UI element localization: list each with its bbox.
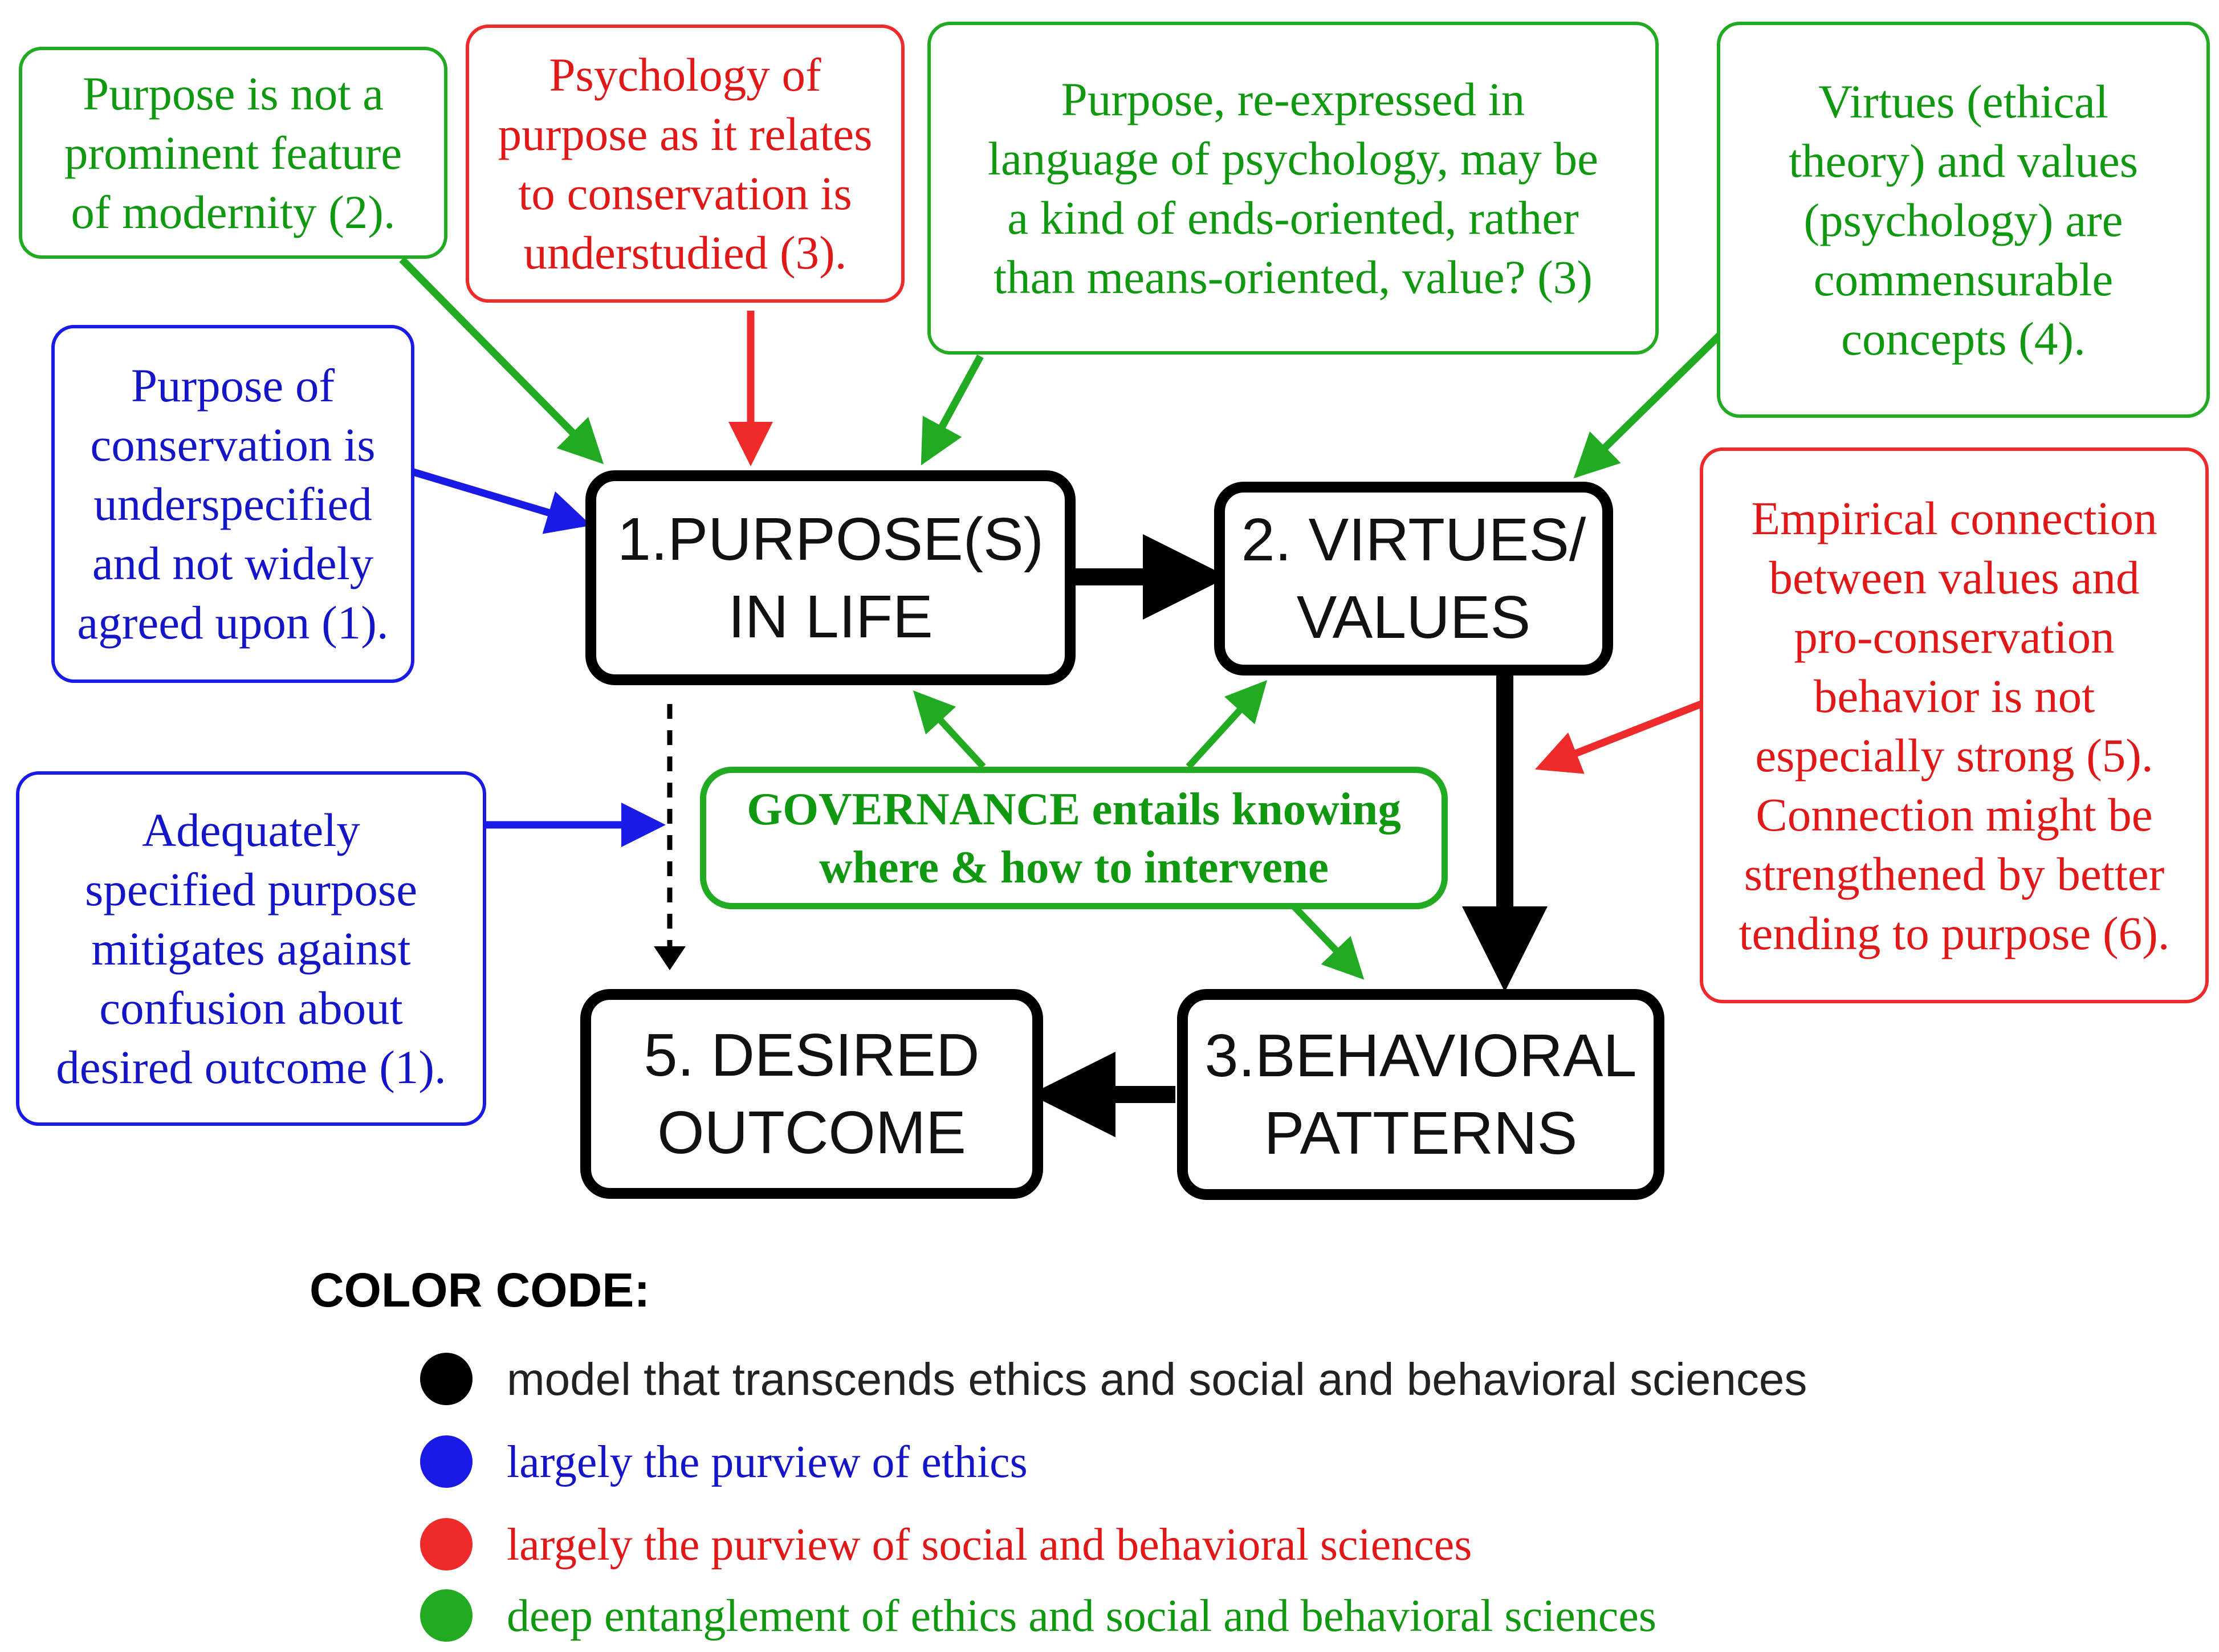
note-reexpressed-line: language of psychology, may be [987, 132, 1599, 185]
arrow-virtues-theory-to-virtues [1573, 331, 1724, 479]
arrow-purpose-to-outcome-dotted-head [654, 946, 686, 970]
box-purpose-line: 1.PURPOSE(S) [617, 505, 1044, 573]
legend-dot-black [420, 1353, 473, 1405]
note-adequately-line: specified purpose [84, 863, 418, 915]
note-empirical-line: between values and [1769, 551, 2140, 604]
legend-dot-green [420, 1589, 473, 1642]
note-reexpressed: Purpose, re-expressed in language of psy… [927, 22, 1659, 355]
arrow-reexpressed-to-purpose [921, 354, 984, 466]
note-reexpressed-line: than means-oriented, value? (3) [994, 251, 1593, 303]
governance-line: GOVERNANCE entails knowing [747, 783, 1401, 835]
legend-item-social: largely the purview of social and behavi… [420, 1513, 2130, 1576]
legend-item-entanglement: deep entanglement of ethics and social a… [420, 1585, 2130, 1647]
note-adequately: Adequately specified purpose mitigates a… [16, 771, 486, 1126]
note-psychology-line: Psychology of [549, 48, 821, 101]
note-reexpressed-line: Purpose, re-expressed in [1061, 73, 1525, 125]
note-psychology: Psychology of purpose as it relates to c… [466, 25, 905, 303]
legend-text-entanglement: deep entanglement of ethics and social a… [507, 1591, 1656, 1641]
legend-item-ethics: largely the purview of ethics [420, 1431, 2130, 1494]
box-virtues-values: 2. VIRTUES/ VALUES [1214, 482, 1613, 676]
note-underspecified-line: agreed upon (1). [77, 596, 389, 649]
arrow-modernity-to-purpose [399, 257, 604, 465]
box-purpose-line: IN LIFE [728, 583, 933, 650]
note-underspecified: Purpose of conservation is underspecifie… [51, 325, 414, 683]
arrow-governance-to-behavioral [1291, 904, 1365, 980]
legend-dot-red [420, 1518, 473, 1570]
note-psychology-line: to conservation is [518, 167, 852, 219]
note-empirical: Empirical connection between values and … [1700, 447, 2209, 1003]
note-empirical-line: especially strong (5). [1755, 729, 2153, 782]
note-adequately-line: Adequately [142, 804, 360, 856]
box-desired-outcome: 5. DESIRED OUTCOME [580, 989, 1043, 1199]
note-adequately-line: confusion about [99, 982, 403, 1034]
legend-text-model: model that transcends ethics and social … [507, 1354, 1807, 1405]
note-underspecified-line: underspecified [93, 478, 372, 530]
legend-text-ethics: largely the purview of ethics [507, 1437, 1028, 1487]
box-virtues-line: VALUES [1296, 584, 1531, 651]
note-empirical-line: strengthened by better [1744, 847, 2165, 900]
note-empirical-line: Connection might be [1756, 788, 2153, 841]
note-virtues-theory: Virtues (ethical theory) and values (psy… [1717, 22, 2210, 418]
box-behavioral-line: PATTERNS [1264, 1100, 1578, 1167]
note-modernity-line: Purpose is not a [83, 67, 384, 120]
legend-text-social: largely the purview of social and behavi… [507, 1520, 1472, 1570]
arrow-empirical-to-values-behavior [1534, 694, 1717, 774]
note-modernity-line: prominent feature [64, 127, 402, 179]
note-adequately-line: desired outcome (1). [56, 1041, 446, 1093]
note-virtues-theory-line: commensurable [1813, 253, 2114, 306]
note-underspecified-line: and not widely [92, 537, 374, 589]
note-psychology-line: understudied (3). [523, 226, 847, 279]
note-empirical-line: Empirical connection [1751, 491, 2157, 544]
governance-line: where & how to intervene [819, 841, 1329, 893]
box-behavioral-patterns: 3.BEHAVIORAL PATTERNS [1177, 989, 1664, 1200]
note-underspecified-line: conservation is [90, 418, 376, 471]
box-virtues-line: 2. VIRTUES/ [1241, 506, 1586, 573]
note-reexpressed-line: a kind of ends-oriented, rather [1007, 192, 1579, 244]
note-empirical-line: behavior is not [1813, 669, 2095, 722]
legend-dot-blue [420, 1435, 473, 1488]
note-empirical-line: tending to purpose (6). [1738, 906, 2170, 959]
arrow-governance-to-purpose [913, 690, 986, 770]
note-virtues-theory-line: theory) and values [1788, 134, 2139, 187]
box-outcome-line: OUTCOME [657, 1099, 966, 1166]
note-virtues-theory-line: Virtues (ethical [1818, 75, 2108, 128]
note-modernity-line: of modernity (2). [71, 186, 396, 238]
note-underspecified-line: Purpose of [131, 359, 335, 412]
note-virtues-theory-line: (psychology) are [1803, 193, 2123, 246]
arrow-underspecified-to-purpose [406, 466, 592, 534]
box-behavioral-line: 3.BEHAVIORAL [1204, 1022, 1637, 1089]
note-modernity: Purpose is not a prominent feature of mo… [19, 47, 447, 259]
legend-item-model: model that transcends ethics and social … [420, 1348, 2130, 1411]
note-adequately-line: mitigates against [91, 922, 411, 975]
box-outcome-line: 5. DESIRED [644, 1022, 980, 1089]
note-empirical-line: pro-conservation [1794, 610, 2115, 663]
legend-title: COLOR CODE: [310, 1263, 650, 1317]
arrow-governance-to-virtues [1186, 680, 1268, 770]
note-psychology-line: purpose as it relates [498, 108, 873, 160]
box-governance: GOVERNANCE entails knowing where & how t… [700, 767, 1448, 909]
box-purpose-in-life: 1.PURPOSE(S) IN LIFE [585, 470, 1076, 685]
note-virtues-theory-line: concepts (4). [1841, 312, 2086, 365]
